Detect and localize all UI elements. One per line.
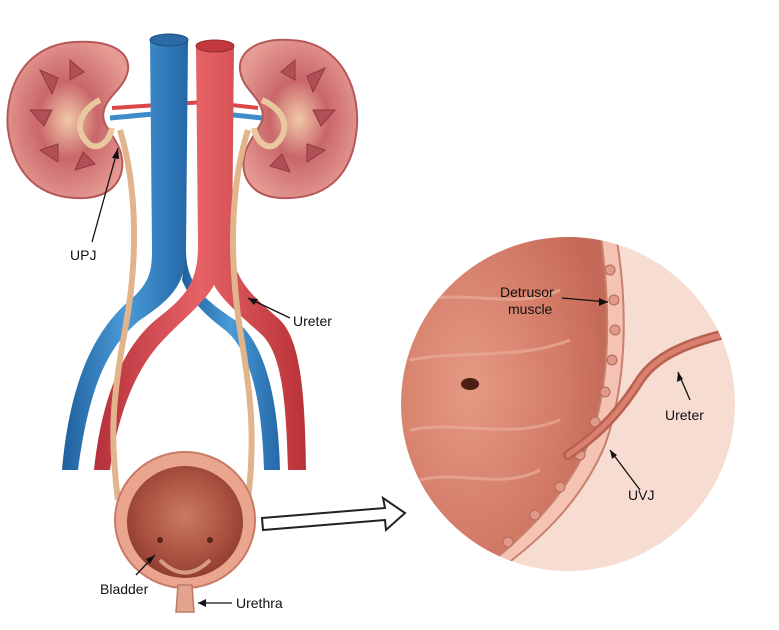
- arrowheads: [112, 148, 683, 607]
- inset-magnified-view: [395, 231, 741, 577]
- right-kidney: [238, 38, 359, 200]
- uvj-label: UVJ: [628, 487, 654, 503]
- ureter-label: Ureter: [293, 313, 332, 329]
- leader-lines: [91, 147, 691, 604]
- vena-cava: [62, 33, 280, 470]
- left-kidney: [6, 40, 130, 200]
- ureter-inset-label: Ureter: [665, 407, 704, 423]
- detrusor-label-line2: muscle: [508, 301, 553, 317]
- upj-label: UPJ: [70, 247, 96, 263]
- uvj-leader: [609, 449, 641, 491]
- aorta: [94, 39, 306, 470]
- urethra-label: Urethra: [236, 595, 283, 611]
- detrusor-label-line1: Detrusor: [500, 284, 554, 300]
- zoom-arrow: [260, 495, 407, 533]
- bladder: [114, 451, 256, 613]
- ureters: [110, 129, 255, 501]
- bladder-label: Bladder: [100, 581, 149, 597]
- upj-leader: [91, 147, 119, 243]
